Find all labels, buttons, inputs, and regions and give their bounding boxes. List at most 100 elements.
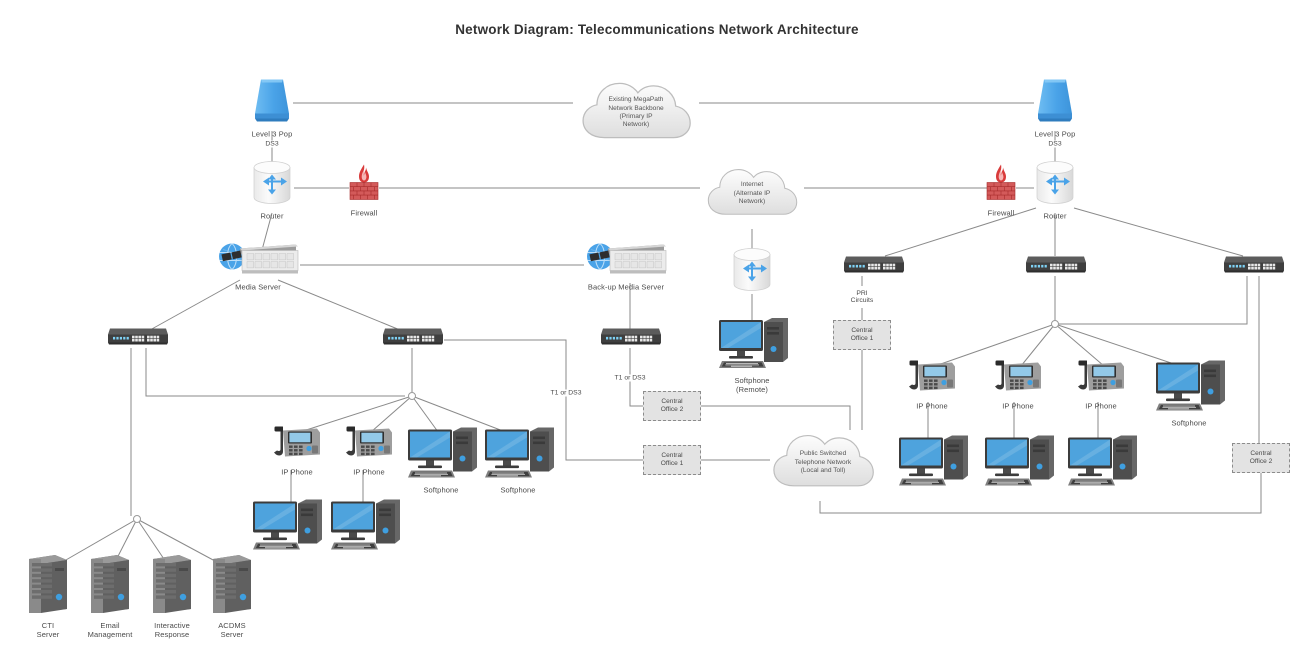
media-server[interactable]: Media Server: [216, 241, 300, 292]
backup-media-server-icon: [584, 241, 668, 282]
switch-lan-5[interactable]: [1022, 253, 1088, 280]
email-management-icon: [87, 553, 133, 620]
router-left-icon: [250, 160, 294, 211]
junction-lan-right: [1051, 320, 1059, 328]
cti-server-label: CTI Server: [36, 621, 60, 639]
softphone-2-icon: [482, 426, 554, 485]
acdms-server-label: ACDMS Server: [218, 621, 246, 639]
switch-lan-2[interactable]: [379, 325, 445, 352]
backup-media-server[interactable]: Back-up Media Server: [584, 241, 668, 292]
level3-pop-right-label: Level 3 Pop: [1034, 129, 1076, 139]
cloud-label: Public Switched Telephone Network (Local…: [794, 450, 852, 475]
firewall-right-label: Firewall: [987, 208, 1015, 218]
ip-phone-4-icon: [991, 358, 1045, 401]
email-management[interactable]: Email Management: [87, 553, 133, 639]
softphone-1[interactable]: Softphone: [405, 426, 477, 495]
level3-pop-left-icon: [251, 78, 293, 129]
switch-lan-3[interactable]: [597, 325, 663, 352]
softphone-1-label: Softphone: [423, 485, 459, 495]
softphone-2[interactable]: Softphone: [482, 426, 554, 495]
ip-phone-5[interactable]: IP Phone: [1074, 358, 1128, 411]
link-label-t1-ds3-a: T1 or DS3: [548, 389, 584, 397]
acdms-server[interactable]: ACDMS Server: [209, 553, 255, 639]
edge-lanjr-sw6: [1058, 276, 1248, 325]
switch-lan-4-icon: [840, 253, 906, 280]
ip-phone-1-label: IP Phone: [281, 467, 313, 477]
softphone-7-icon: [982, 434, 1054, 493]
firewall-left-label: Firewall: [350, 208, 378, 218]
link-label-pri: PRI Circuits: [848, 290, 876, 304]
link-label-t1-ds3-b: T1 or DS3: [612, 374, 648, 382]
media-server-label: Media Server: [235, 282, 281, 292]
softphone-5-label: Softphone: [1171, 418, 1207, 428]
softphone-5-icon: [1153, 359, 1225, 418]
level3-pop-right[interactable]: Level 3 Pop: [1034, 78, 1076, 139]
softphone-3[interactable]: [250, 498, 322, 557]
softphone-remote[interactable]: Softphone (Remote): [716, 316, 788, 394]
cti-server-icon: [25, 553, 71, 620]
switch-lan-1[interactable]: [104, 325, 170, 352]
softphone-2-label: Softphone: [500, 485, 536, 495]
ip-phone-2-label: IP Phone: [353, 467, 385, 477]
softphone-4[interactable]: [328, 498, 400, 557]
ip-phone-2-icon: [342, 424, 396, 467]
softphone-8-icon: [1065, 434, 1137, 493]
edge-sw1-lanjunction: [145, 348, 405, 397]
junction-servers: [133, 515, 141, 523]
switch-lan-1-icon: [104, 325, 170, 352]
central-office-box-4-text: Central Office 2: [1232, 443, 1290, 473]
central-office-box-1[interactable]: Central Office 1: [833, 320, 891, 350]
interactive-response-label: Interactive Response: [154, 621, 190, 639]
softphone-4-icon: [328, 498, 400, 557]
interactive-response[interactable]: Interactive Response: [149, 553, 195, 639]
softphone-5[interactable]: Softphone: [1153, 359, 1225, 428]
backbone-cloud: Existing MegaPath Network Backbone (Prim…: [573, 70, 699, 156]
firewall-right-icon: [984, 163, 1018, 208]
softphone-remote-icon: [716, 316, 788, 375]
central-office-box-2-text: Central Office 2: [643, 391, 701, 421]
softphone-7[interactable]: [982, 434, 1054, 493]
router-left[interactable]: Router: [250, 160, 294, 221]
switch-lan-5-icon: [1022, 253, 1088, 280]
central-office-box-4[interactable]: Central Office 2: [1232, 443, 1290, 473]
edge-rtrright-sw6: [1073, 207, 1244, 257]
firewall-left[interactable]: Firewall: [347, 163, 381, 218]
cti-server[interactable]: CTI Server: [25, 553, 71, 639]
link-label-ds3-left: DS3: [263, 140, 281, 148]
junction-lan-left: [408, 392, 416, 400]
central-office-box-3[interactable]: Central Office 1: [643, 445, 701, 475]
cloud-label: Existing MegaPath Network Backbone (Prim…: [608, 96, 664, 129]
ip-phone-1[interactable]: IP Phone: [270, 424, 324, 477]
ip-phone-4[interactable]: IP Phone: [991, 358, 1045, 411]
router-left-label: Router: [260, 211, 284, 221]
page-title: Network Diagram: Telecommunications Netw…: [455, 22, 859, 37]
central-office-box-3-text: Central Office 1: [643, 445, 701, 475]
softphone-3-icon: [250, 498, 322, 557]
cloud-shape: Internet (Alternate IP Network): [700, 159, 804, 229]
softphone-6[interactable]: [896, 434, 968, 493]
interactive-response-icon: [149, 553, 195, 620]
firewall-right[interactable]: Firewall: [984, 163, 1018, 218]
ip-phone-4-label: IP Phone: [1002, 401, 1034, 411]
switch-lan-4[interactable]: [840, 253, 906, 280]
router-remote[interactable]: [730, 247, 774, 298]
internet-cloud: Internet (Alternate IP Network): [700, 159, 804, 229]
ip-phone-1-icon: [270, 424, 324, 467]
router-right-label: Router: [1043, 211, 1067, 221]
cloud-label: Internet (Alternate IP Network): [733, 181, 771, 206]
ip-phone-3-icon: [905, 358, 959, 401]
softphone-1-icon: [405, 426, 477, 485]
level3-pop-left[interactable]: Level 3 Pop: [251, 78, 293, 139]
softphone-8[interactable]: [1065, 434, 1137, 493]
switch-lan-2-icon: [379, 325, 445, 352]
router-remote-icon: [730, 247, 774, 298]
acdms-server-icon: [209, 553, 255, 620]
router-right[interactable]: Router: [1033, 160, 1077, 221]
ip-phone-2[interactable]: IP Phone: [342, 424, 396, 477]
switch-lan-6[interactable]: [1220, 253, 1286, 280]
ip-phone-3[interactable]: IP Phone: [905, 358, 959, 411]
central-office-box-1-text: Central Office 1: [833, 320, 891, 350]
switch-lan-6-icon: [1220, 253, 1286, 280]
central-office-box-2[interactable]: Central Office 2: [643, 391, 701, 421]
